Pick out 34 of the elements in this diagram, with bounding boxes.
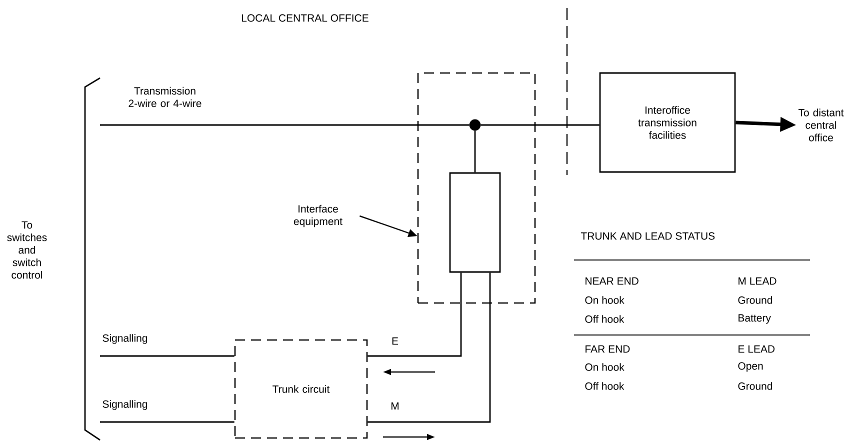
process-box: Interoffice transmission facilities: [599, 72, 736, 173]
connector-line: [368, 272, 462, 357]
dashed-box: [417, 72, 536, 304]
table-cell: Ground: [738, 296, 772, 304]
table-cell: Off hook: [585, 382, 624, 390]
edge-label: E: [392, 337, 398, 345]
table-cell: Off hook: [585, 315, 624, 323]
table-cell: Battery: [738, 314, 771, 324]
table-header-cell: M LEAD: [738, 277, 776, 285]
junction-dot: [469, 119, 481, 131]
table-header-cell: FAR END: [586, 345, 630, 353]
table-header-cell: E LEAD: [738, 345, 775, 353]
table-cell: Open: [738, 362, 763, 372]
connector-line: [100, 421, 234, 423]
connector-line: [100, 124, 470, 126]
destination-label: To distant central office: [798, 108, 844, 142]
bracket-label: To switches and switch control: [7, 77, 100, 441]
table-cell: Ground: [738, 382, 772, 390]
connector-line: [368, 272, 491, 423]
title: LOCAL CENTRAL OFFICE: [242, 14, 368, 22]
callout-label: Interface equipment: [294, 204, 342, 228]
table-header-cell: NEAR END: [586, 277, 638, 285]
connector-line: [100, 355, 234, 357]
edge-label: M: [392, 402, 398, 410]
edge-label: Signalling: [102, 400, 148, 410]
connector-line: [474, 130, 476, 172]
edge-label: Signalling: [102, 334, 148, 344]
table-cell: On hook: [585, 363, 624, 371]
edge-label: Transmission 2-wire or 4-wire: [128, 86, 202, 108]
table-cell: On hook: [585, 296, 624, 304]
table-heading: TRUNK AND LEAD STATUS: [580, 232, 715, 240]
equipment-box: [449, 172, 501, 273]
connector-line: [480, 124, 600, 126]
dashed-box: Trunk circuit: [234, 339, 368, 439]
